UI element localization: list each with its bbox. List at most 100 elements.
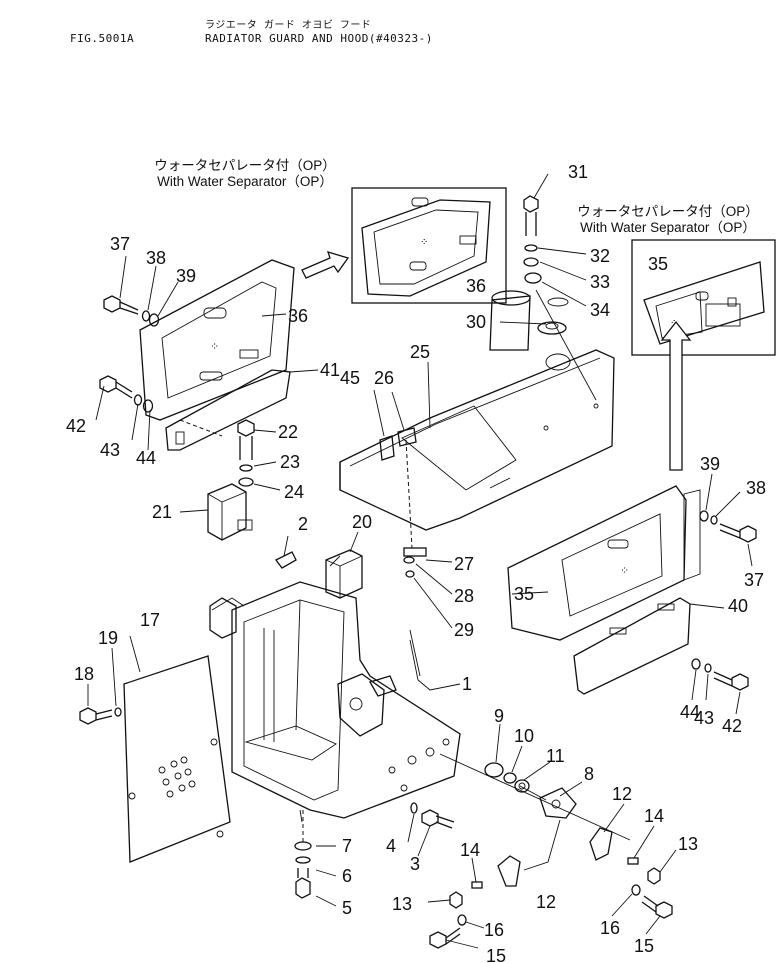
bolt-31	[523, 195, 539, 236]
right-inset-caption-en: With Water Separator（OP）	[580, 220, 756, 235]
callout-44-left: 44	[136, 448, 156, 468]
callout-12-lower: 12	[536, 892, 556, 912]
callout-31: 31	[568, 162, 588, 182]
washer-10	[503, 772, 517, 784]
svg-text:⁘: ⁘	[420, 237, 428, 248]
callout-35-main: 35	[514, 584, 534, 604]
callout-21: 21	[152, 502, 172, 522]
callout-36-inset: 36	[466, 276, 486, 296]
left-inset-box	[351, 187, 507, 304]
nut-11	[514, 779, 530, 793]
callout-28: 28	[454, 586, 474, 606]
bolt-15-left	[429, 927, 461, 949]
cap-30	[537, 321, 567, 335]
callout-10: 10	[514, 726, 534, 746]
leader-1	[409, 639, 461, 691]
callout-34: 34	[590, 300, 610, 320]
cover-40	[573, 597, 691, 695]
callout-38-left: 38	[146, 248, 166, 268]
callout-2: 2	[298, 514, 308, 534]
callout-42-right: 42	[722, 716, 742, 736]
callout-36-main: 36	[288, 306, 308, 326]
side-panel-17	[123, 655, 231, 863]
nut-13-right	[647, 867, 661, 885]
callout-17: 17	[140, 610, 160, 630]
washer-7	[294, 841, 312, 851]
callout-5: 5	[342, 898, 352, 918]
callout-45: 45	[340, 368, 360, 388]
inset-panel-35: ⁘	[643, 261, 765, 345]
right-inset-box	[631, 239, 776, 356]
callout-44-right: 44	[680, 702, 700, 722]
title-japanese: ラジエータ ガード オヨビ フード	[205, 20, 372, 31]
washer-16-left	[457, 914, 467, 926]
washer-16-right	[631, 884, 641, 896]
bolt-22	[237, 419, 255, 460]
callout-12-upper: 12	[612, 784, 632, 804]
spring-washer-38-right	[710, 515, 718, 525]
title-english: RADIATOR GUARD AND HOOD(#40323-)	[205, 32, 433, 45]
callout-39-left: 39	[176, 266, 196, 286]
figure-number: FIG.5001A	[70, 32, 135, 45]
callout-41: 41	[320, 360, 340, 380]
callout-6: 6	[342, 866, 352, 886]
spring-washer-43-left	[133, 394, 143, 406]
bolt-42-right	[713, 671, 749, 691]
callout-43-right: 43	[694, 708, 714, 728]
washer-4	[410, 802, 418, 814]
spring-washer-38-left	[141, 310, 151, 322]
callout-37-left: 37	[110, 234, 130, 254]
bolt-42-left	[99, 375, 133, 399]
callout-29: 29	[454, 620, 474, 640]
callout-numbers: 37 38 39 36 41 42 43 44 22 23 24 21 2 20…	[66, 162, 766, 963]
bushing-14-upper	[627, 857, 639, 865]
callout-35-inset: 35	[648, 254, 668, 274]
callout-39-right: 39	[700, 454, 720, 474]
washer-34	[524, 272, 542, 284]
washer-44-right	[691, 658, 701, 670]
callout-38-right: 38	[746, 478, 766, 498]
callout-40: 40	[728, 596, 748, 616]
clamp-12-upper	[589, 827, 613, 861]
radiator-guard-1	[209, 581, 461, 823]
washer-39-right	[699, 510, 709, 522]
bolt-15-right	[641, 895, 673, 919]
leader-12-lower	[523, 819, 561, 871]
washer-24	[238, 477, 254, 487]
callout-42-left: 42	[66, 416, 86, 436]
callout-3: 3	[410, 854, 420, 874]
cap-9	[484, 762, 504, 778]
bolt-5	[295, 868, 311, 899]
washer-19	[114, 707, 122, 717]
callout-25: 25	[410, 342, 430, 362]
right-inset-caption: ウォータセパレータ付（OP） With Water Separator（OP）	[555, 204, 781, 236]
arrow-to-right-inset	[660, 320, 692, 471]
left-inset-caption-jp: ウォータセパレータ付（OP）	[154, 158, 336, 173]
callout-33: 33	[590, 272, 610, 292]
svg-text:⁘: ⁘	[210, 340, 219, 353]
bracket-8	[519, 785, 577, 819]
bolt-37-right	[719, 523, 757, 543]
callout-19: 19	[98, 628, 118, 648]
callout-27: 27	[454, 554, 474, 574]
callout-16-right: 16	[600, 918, 620, 938]
striker-27	[403, 547, 427, 557]
callout-20: 20	[352, 512, 372, 532]
callout-16-left: 16	[484, 920, 504, 940]
washer-44-left	[142, 399, 154, 413]
left-inset-caption: ウォータセパレータ付（OP） With Water Separator（OP）	[130, 158, 360, 190]
spring-washer-32	[524, 244, 538, 252]
callout-14-upper: 14	[644, 806, 664, 826]
callout-8: 8	[584, 764, 594, 784]
svg-text:⁘: ⁘	[620, 564, 629, 577]
callout-26: 26	[374, 368, 394, 388]
bolt-3	[421, 809, 455, 829]
callout-37-right: 37	[744, 570, 764, 590]
callout-9: 9	[494, 706, 504, 726]
callout-7: 7	[342, 836, 352, 856]
callout-4: 4	[386, 836, 396, 856]
leader-8-line	[439, 753, 631, 841]
inset-grille-36: ⁘	[361, 197, 491, 297]
spring-washer-28	[403, 556, 415, 564]
